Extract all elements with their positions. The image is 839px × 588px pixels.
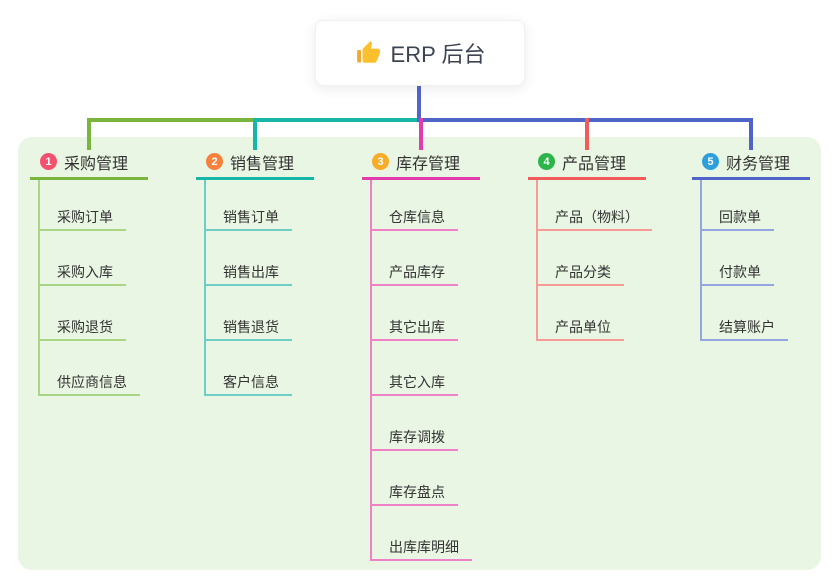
branch-number-badge: 4 <box>538 153 555 170</box>
mindmap-node[interactable]: 出库库明细 <box>370 534 472 561</box>
branch-child-connector <box>204 180 206 396</box>
mindmap-node[interactable]: 回款单 <box>700 204 774 231</box>
connector-rail <box>89 118 255 122</box>
branch-number-badge: 3 <box>372 153 389 170</box>
mindmap-node[interactable]: 付款单 <box>700 259 774 286</box>
mindmap-node[interactable]: 库存调拨 <box>370 424 458 451</box>
mindmap-node[interactable]: 结算账户 <box>700 314 788 341</box>
root-title: ERP 后台 <box>390 42 486 67</box>
mindmap-node[interactable]: 采购入库 <box>38 259 126 286</box>
branch-header-1[interactable]: 1 采购管理 <box>30 146 148 180</box>
branch-connector-drop <box>419 118 423 150</box>
mindmap-node[interactable]: 销售退货 <box>204 314 292 341</box>
branch-connector-drop <box>585 118 589 150</box>
mindmap-node[interactable]: 其它入库 <box>370 369 458 396</box>
mindmap-node[interactable]: 产品（物料） <box>536 204 652 231</box>
mindmap-node[interactable]: 客户信息 <box>204 369 292 396</box>
mindmap-node[interactable]: 产品单位 <box>536 314 624 341</box>
root-node[interactable]: ERP 后台 <box>315 20 525 86</box>
mindmap-node[interactable]: 销售出库 <box>204 259 292 286</box>
mindmap-node[interactable]: 产品库存 <box>370 259 458 286</box>
mindmap-node[interactable]: 库存盘点 <box>370 479 458 506</box>
mindmap-node[interactable]: 销售订单 <box>204 204 292 231</box>
branch-title: 采购管理 <box>64 155 129 173</box>
connector-rail <box>255 118 419 122</box>
branch-header-4[interactable]: 4 产品管理 <box>528 146 646 180</box>
mindmap-panel <box>18 137 821 570</box>
thumbs-up-icon <box>356 41 380 63</box>
branch-connector-drop <box>87 118 91 150</box>
branch-title: 财务管理 <box>726 155 791 173</box>
mindmap-node[interactable]: 采购订单 <box>38 204 126 231</box>
branch-child-connector <box>370 180 372 561</box>
branch-number-badge: 2 <box>206 153 223 170</box>
mindmap-node[interactable]: 供应商信息 <box>38 369 140 396</box>
branch-header-2[interactable]: 2 销售管理 <box>196 146 314 180</box>
mindmap-node[interactable]: 产品分类 <box>536 259 624 286</box>
branch-connector-drop <box>253 118 257 150</box>
mindmap-node[interactable]: 其它出库 <box>370 314 458 341</box>
mindmap-node[interactable]: 仓库信息 <box>370 204 458 231</box>
root-connector-line <box>417 84 421 122</box>
branch-child-connector <box>38 180 40 396</box>
branch-number-badge: 1 <box>40 153 57 170</box>
mindmap-node[interactable]: 采购退货 <box>38 314 126 341</box>
branch-child-connector <box>536 180 538 341</box>
branch-title: 产品管理 <box>562 155 627 173</box>
branch-number-badge: 5 <box>702 153 719 170</box>
branch-header-3[interactable]: 3 库存管理 <box>362 146 480 180</box>
branch-header-5[interactable]: 5 财务管理 <box>692 146 810 180</box>
branch-title: 库存管理 <box>396 155 461 173</box>
branch-title: 销售管理 <box>230 155 295 173</box>
branch-child-connector <box>700 180 702 341</box>
branch-connector-drop <box>749 118 753 150</box>
